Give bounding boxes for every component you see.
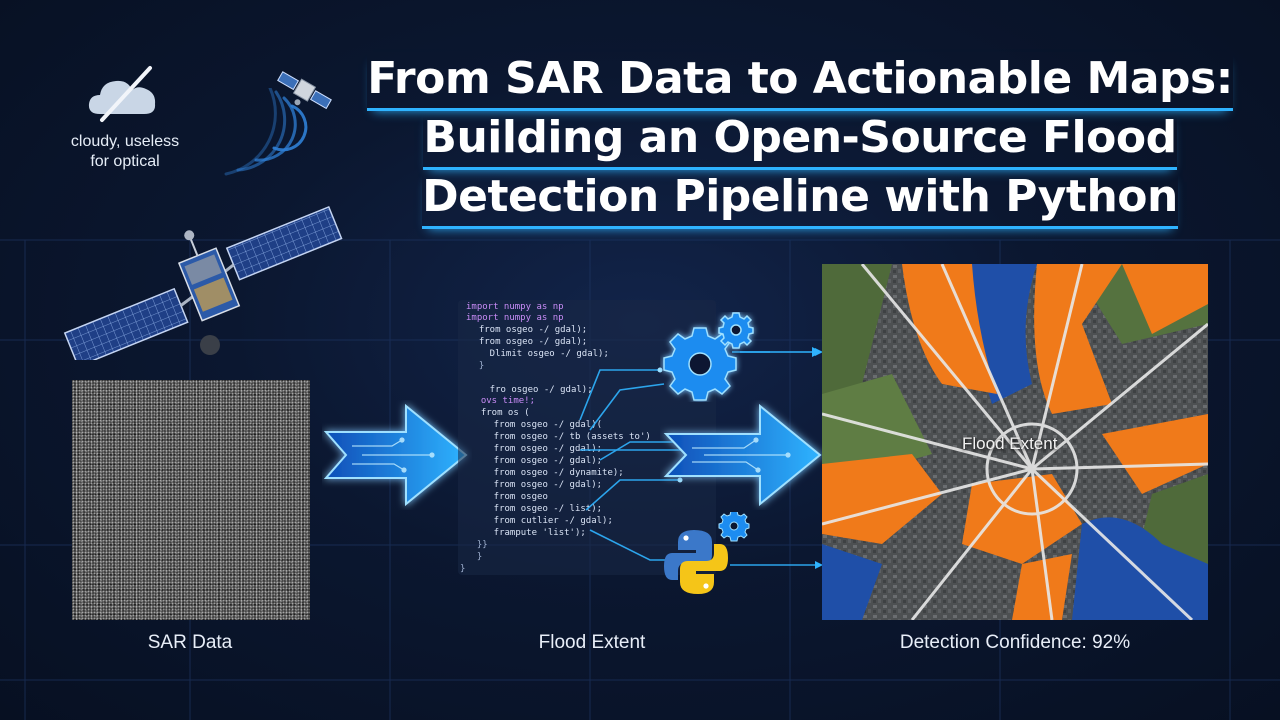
code-line: from osgeo -/ gdal); — [468, 337, 588, 347]
cloud-note: cloudy, useless for optical — [62, 132, 188, 172]
signal-waves-icon — [224, 88, 308, 176]
code-line: from osgeo — [472, 492, 548, 502]
title-line-3: Detection Pipeline with Python — [422, 170, 1178, 229]
code-line: Dlimit osgeo -/ gdal); — [468, 349, 609, 359]
cloud-note-line-1: cloudy, useless — [70, 133, 180, 150]
code-line: from osgeo -/ tb (assets to') — [472, 432, 651, 442]
code-line: from osgeo -/ dynamite); — [472, 468, 624, 478]
code-line: } — [460, 564, 466, 574]
title-line-2: Building an Open-Source Flood — [423, 111, 1177, 170]
cloud-note-line-2: for optical — [90, 153, 160, 170]
sar-image — [72, 380, 310, 620]
circuit-arrow-right-icon — [663, 403, 822, 507]
connector-lines — [579, 348, 823, 569]
flood-map: Flood Extent — [822, 264, 1208, 620]
map-label: Flood Extent — [962, 434, 1058, 453]
code-line: fro osgeo -/ gdal); — [468, 385, 593, 395]
code-line: } — [466, 552, 483, 562]
title-line-1: From SAR Data to Actionable Maps: — [367, 52, 1233, 111]
code-line: from osgeo -/ gdal)( — [472, 420, 603, 430]
flood-map-graphic — [822, 264, 1208, 620]
cloud-crossed-icon — [88, 66, 156, 122]
circuit-arrow-left-icon — [323, 403, 468, 507]
code-line: from osgeo -/ gdal); — [472, 444, 603, 454]
caption-sar-data: SAR Data — [147, 632, 233, 653]
code-line: import numpy as np — [466, 302, 564, 312]
arrow-to-map-top — [740, 347, 822, 357]
code-line: } — [468, 361, 485, 371]
code-line: ovs time!; — [470, 396, 536, 406]
code-line: frampute 'list'); — [472, 528, 586, 538]
code-line: from osgeo -/ gdal); — [472, 456, 603, 466]
python-logo-icon — [664, 512, 750, 594]
code-line: from osgeo -/ gdal); — [468, 325, 588, 335]
code-line: from osgeo -/ gdal); — [472, 480, 603, 490]
code-line: from osgeo -/ list); — [472, 504, 603, 514]
caption-flood-extent: Flood Extent — [538, 632, 646, 653]
code-line: import numpy as np — [466, 313, 564, 323]
code-line: from cutlier -/ gdal); — [472, 516, 613, 526]
caption-detection-confidence: Detection Confidence: 92% — [899, 632, 1131, 653]
code-line: from os ( — [470, 408, 530, 418]
small-satellite-icon — [277, 71, 332, 110]
gear-icon — [663, 312, 754, 401]
big-satellite-icon — [63, 205, 343, 360]
page-title: From SAR Data to Actionable Maps: Buildi… — [360, 52, 1240, 229]
code-line: }} — [466, 540, 488, 550]
